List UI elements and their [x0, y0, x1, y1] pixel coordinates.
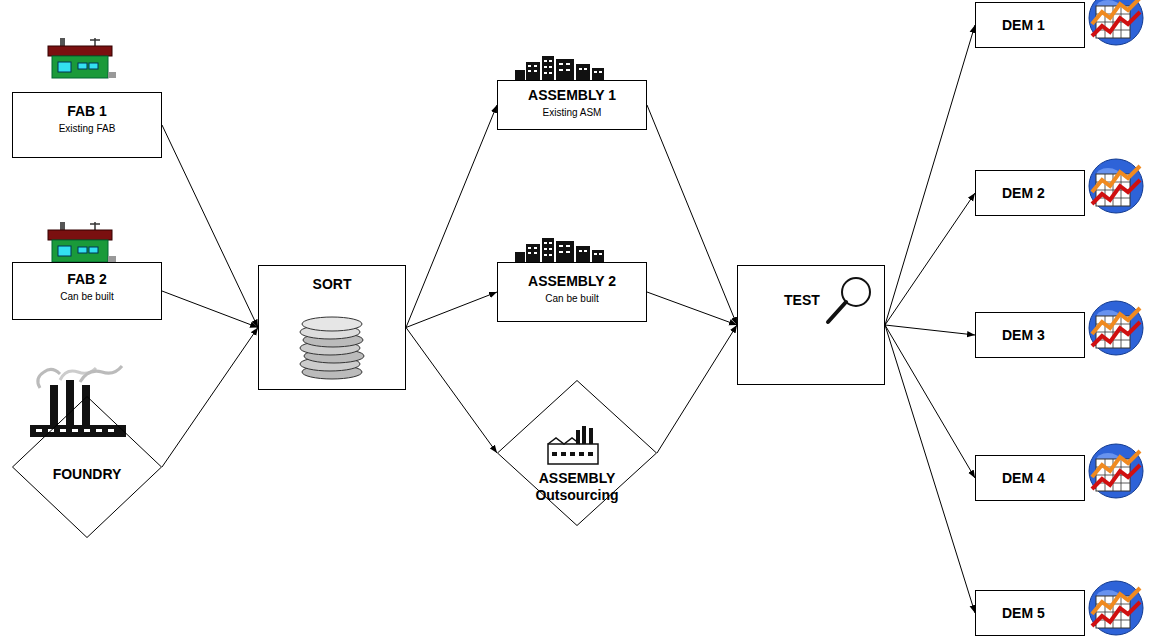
fab-icon — [48, 222, 116, 262]
flow-arrow — [162, 328, 258, 468]
wafer-stack-icon — [300, 317, 364, 379]
node-subtitle: Can be built — [60, 290, 113, 303]
chart-icon — [1089, 301, 1143, 355]
sort-box: SORT — [258, 265, 406, 390]
node-subtitle: Existing FAB — [59, 122, 116, 135]
assembly-box: ASSEMBLY 1 Existing ASM — [497, 80, 647, 130]
assembly-box: ASSEMBLY 2 Can be built — [497, 262, 647, 322]
test-box: TEST — [737, 265, 885, 385]
flow-arrow — [162, 125, 258, 328]
chart-icon — [1089, 159, 1143, 213]
chart-icon — [1089, 581, 1143, 635]
foundry-diamond: FOUNDRY — [12, 396, 162, 538]
node-title: ASSEMBLY Outsourcing — [529, 470, 625, 504]
flow-arrow — [885, 325, 975, 478]
diamond-outline — [13, 397, 162, 538]
node-title: FAB 1 — [67, 103, 107, 120]
outsourcing-icon — [548, 426, 598, 464]
node-title: SORT — [313, 276, 352, 293]
assembly-icon — [515, 238, 604, 262]
node-title: FAB 2 — [67, 271, 107, 288]
chart-icon — [1089, 0, 1143, 45]
flow-arrow — [406, 292, 497, 328]
flow-arrow — [406, 105, 497, 328]
node-title: DEM 2 — [1002, 185, 1045, 202]
outsourcing-diamond: ASSEMBLY Outsourcing — [497, 380, 657, 526]
flow-arrow — [647, 105, 737, 325]
node-title: DEM 5 — [1002, 605, 1045, 622]
node-title: FOUNDRY — [53, 466, 122, 483]
fab-box: FAB 1 Existing FAB — [12, 92, 162, 158]
demand-box: DEM 4 — [975, 455, 1085, 501]
assembly-icon — [515, 56, 604, 80]
diamond-outline — [498, 381, 657, 526]
demand-box: DEM 5 — [975, 590, 1085, 636]
flow-arrow — [657, 325, 737, 453]
flow-arrow — [885, 325, 975, 335]
magnifier-icon — [828, 278, 870, 322]
node-subtitle: Existing ASM — [543, 106, 602, 119]
fab-box: FAB 2 Can be built — [12, 262, 162, 320]
node-title: TEST — [784, 292, 820, 309]
node-title: ASSEMBLY 2 — [528, 273, 616, 290]
node-title: ASSEMBLY 1 — [528, 87, 616, 104]
flow-arrow — [406, 328, 497, 454]
foundry-icon — [30, 366, 126, 437]
flow-arrow — [885, 193, 975, 325]
demand-box: DEM 3 — [975, 312, 1085, 358]
flow-arrow — [647, 292, 737, 325]
node-subtitle: Can be built — [545, 292, 598, 305]
demand-box: DEM 2 — [975, 170, 1085, 216]
node-title: DEM 4 — [1002, 470, 1045, 487]
flow-arrow — [885, 325, 975, 613]
demand-box: DEM 1 — [975, 2, 1085, 48]
node-title: DEM 1 — [1002, 17, 1045, 34]
node-title: DEM 3 — [1002, 327, 1045, 344]
fab-icon — [48, 38, 116, 78]
chart-icon — [1089, 444, 1143, 498]
flow-arrow — [162, 291, 258, 328]
flow-arrow — [885, 25, 975, 325]
diamond-outline — [497, 380, 657, 526]
